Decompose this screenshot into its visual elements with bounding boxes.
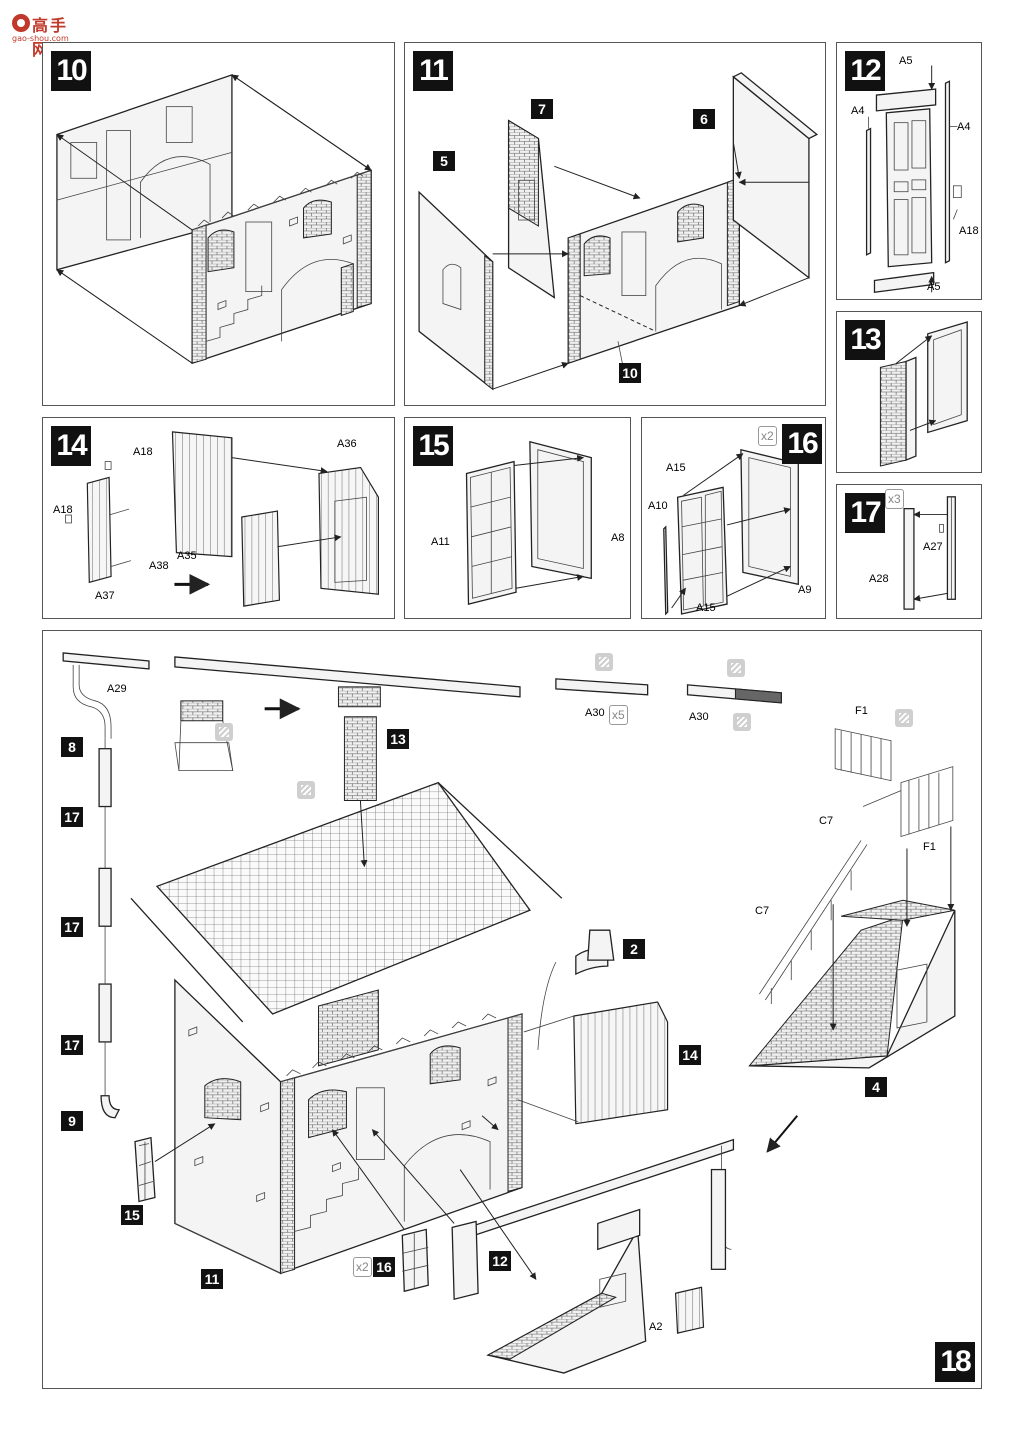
step-18-ref-12: 12	[489, 1251, 511, 1271]
glue-icon	[895, 709, 913, 727]
step-18-label-a30-a: A30	[585, 707, 605, 719]
step-17-label-a28: A28	[869, 573, 889, 585]
step-17-number: 17	[845, 493, 885, 533]
watermark-url: gao-shou.com	[12, 34, 69, 43]
step-16-label-a10: A10	[648, 500, 668, 512]
step-16-label-a15-top: A15	[666, 462, 686, 474]
step-15-panel: 15 A11 A8	[404, 417, 631, 619]
step-14-diagram	[65, 431, 379, 607]
step-18-label-a30-b: A30	[689, 711, 709, 723]
watermark-logo-icon	[12, 14, 30, 32]
step-12-label-a4-right: A4	[957, 121, 971, 133]
step-18-number: 18	[935, 1342, 975, 1382]
step-18-ref-17c: 17	[61, 1035, 83, 1055]
step-15-diagram	[465, 440, 592, 605]
step-12-label-a18: A18	[959, 225, 979, 237]
step-11-diagram	[418, 72, 819, 391]
step-16-label-a9: A9	[798, 584, 812, 596]
step-12-diagram	[865, 65, 962, 294]
step-18-ref-2: 2	[623, 939, 645, 959]
step-10-number: 10	[51, 51, 91, 91]
step-15-number: 15	[413, 426, 453, 466]
step-16-diagram	[663, 448, 799, 616]
step-18-diagram	[62, 652, 956, 1374]
step-11-panel: 11 5 7 6 10	[404, 42, 826, 406]
step-18-ref-13: 13	[387, 729, 409, 749]
step-11-ref-7: 7	[531, 99, 553, 119]
step-17-diagram	[903, 496, 956, 610]
step-17-multiplier: x3	[885, 489, 904, 509]
step-11-ref-6: 6	[693, 109, 715, 129]
step-18-label-c7-left: C7	[755, 905, 770, 917]
step-11-number: 11	[413, 51, 453, 91]
step-17-panel: 17 x3 A27 A28	[836, 484, 982, 619]
step-18-label-a2: A2	[649, 1321, 663, 1333]
step-10-diagram	[56, 73, 372, 365]
step-12-label-a4-left: A4	[851, 105, 865, 117]
step-12-label-a5-bottom: A5	[927, 281, 941, 293]
step-13-panel: 13	[836, 311, 982, 473]
step-18-ref-16: 16	[373, 1257, 395, 1277]
step-15-label-a11: A11	[431, 536, 450, 548]
step-12-number: 12	[845, 51, 885, 91]
step-12-label-a5-top: A5	[899, 55, 913, 67]
step-16-panel: 16 x2 A15 A10 A9 A15	[641, 417, 826, 619]
step-14-number: 14	[51, 426, 91, 466]
glue-icon	[733, 713, 751, 731]
step-18-label-a29: A29	[107, 683, 127, 695]
step-18-label-c7-top: C7	[819, 815, 834, 827]
step-18-ref-15: 15	[121, 1205, 143, 1225]
step-16-multiplier: x2	[758, 426, 777, 446]
glue-icon	[215, 723, 233, 741]
step-18-ref-4: 4	[865, 1077, 887, 1097]
glue-icon	[595, 653, 613, 671]
step-18-label-f1-right: F1	[923, 841, 936, 853]
step-13-number: 13	[845, 320, 885, 360]
glue-icon	[297, 781, 315, 799]
step-16-number: 16	[782, 424, 822, 464]
step-14-label-a37: A37	[95, 590, 115, 602]
step-18-label-f1-top: F1	[855, 705, 868, 717]
step-11-ref-5: 5	[433, 151, 455, 171]
step-11-ref-10: 10	[619, 363, 641, 383]
step-13-diagram	[879, 321, 968, 467]
glue-icon	[727, 659, 745, 677]
step-16-label-a15-bottom: A15	[696, 602, 716, 614]
watermark: 高手网 gao-shou.com	[6, 6, 76, 59]
step-15-label-a8: A8	[611, 532, 625, 544]
step-18-ref-8: 8	[61, 737, 83, 757]
step-18-ref-9: 9	[61, 1111, 83, 1131]
step-18-ref-17b: 17	[61, 917, 83, 937]
step-18-a30-multiplier: x5	[609, 705, 628, 725]
step-14-label-a18-left: A18	[53, 504, 73, 516]
step-14-label-a18-top: A18	[133, 446, 153, 458]
step-12-panel: 12 A5 A4 A4 A18 A5	[836, 42, 982, 300]
step-18-ref-17a: 17	[61, 807, 83, 827]
step-17-label-a27: A27	[923, 541, 943, 553]
step-18-panel: 18 A29 A30 x5 A30 F1 F1 C7 C7 A2 8 17 17…	[42, 630, 982, 1389]
step-18-ref-11: 11	[201, 1269, 223, 1289]
step-14-label-a36: A36	[337, 438, 357, 450]
step-14-label-a35: A35	[177, 550, 197, 562]
step-18-ref-16-multiplier: x2	[353, 1257, 372, 1277]
step-14-panel: 14 A18 A18 A38 A37 A35 A36	[42, 417, 395, 619]
step-18-ref-14: 14	[679, 1045, 701, 1065]
step-10-panel: 10	[42, 42, 395, 406]
step-14-label-a38: A38	[149, 560, 169, 572]
